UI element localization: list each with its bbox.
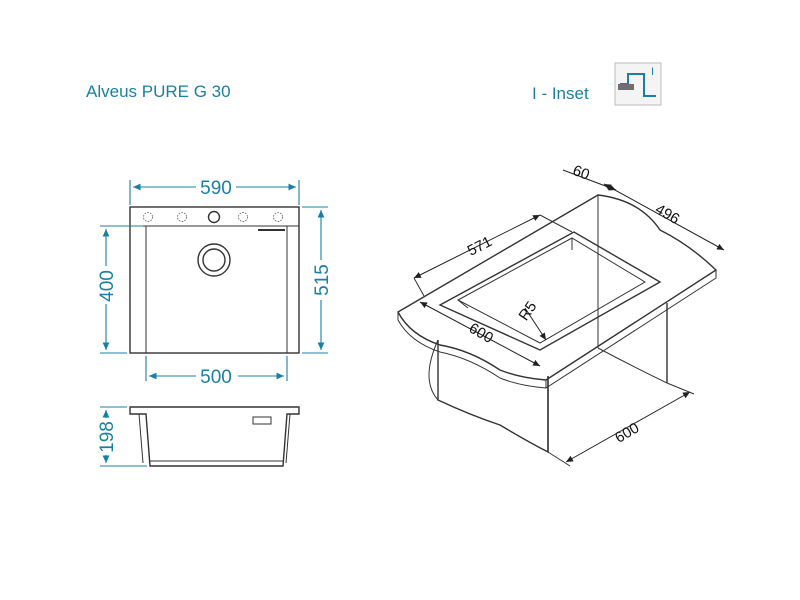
cabinet-dimension-label: 600	[612, 419, 642, 446]
tap-hole	[207, 210, 221, 224]
width-dimension-label: 590	[200, 178, 232, 199]
cabinet-left-panel	[437, 340, 549, 454]
side-view: 198	[97, 406, 300, 467]
top-view: 590 500 400 515	[97, 178, 333, 388]
sink-outline	[129, 206, 300, 354]
front-dimension-label: 600	[466, 320, 496, 347]
back-edge-dimension-label: 60	[570, 162, 591, 184]
sink-profile	[129, 406, 300, 467]
drain-outer	[197, 243, 231, 277]
height-dimension-label: 198	[97, 421, 118, 453]
product-title: Alveus PURE G 30	[86, 82, 231, 101]
depth-dimension-label: 515	[312, 264, 333, 296]
tap-hole	[143, 212, 153, 222]
inner-length-dimension-label: 571	[465, 233, 495, 260]
inset-mount-icon: I	[614, 62, 662, 106]
radius-dimension-label: R5	[515, 298, 540, 323]
drain-inner	[202, 248, 226, 272]
bowl-width-dimension-label: 500	[200, 367, 232, 388]
isometric-view: 60 496 571 R5 600 600	[397, 162, 725, 467]
bowl-outline	[145, 225, 288, 354]
tap-hole	[177, 212, 187, 222]
inset-icon-letter: I	[651, 66, 654, 78]
mount-type-label: I - Inset	[532, 84, 589, 103]
tap-hole	[238, 212, 248, 222]
tap-hole	[273, 212, 283, 222]
bowl-depth-dimension-label: 400	[97, 270, 118, 302]
side-dimension-label: 496	[652, 201, 682, 228]
